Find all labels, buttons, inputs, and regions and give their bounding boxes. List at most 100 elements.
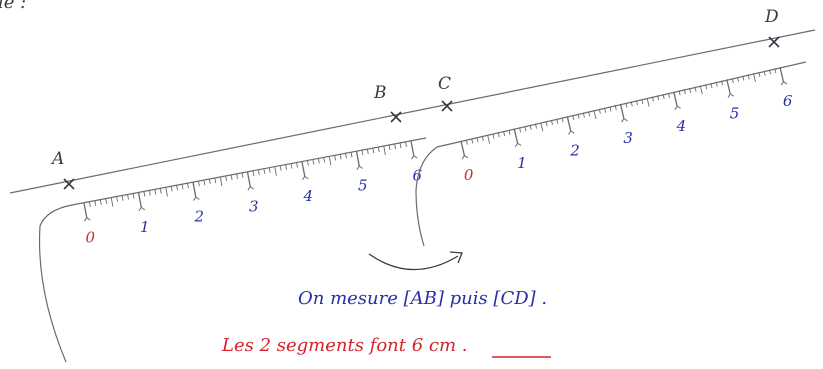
ruler-number-label: 3 bbox=[623, 129, 633, 147]
ruler-minor-tick bbox=[339, 154, 342, 160]
ruler-minor-tick bbox=[148, 190, 151, 196]
ruler-minor-tick bbox=[154, 189, 157, 195]
ruler-minor-tick bbox=[159, 188, 162, 194]
ruler-minor-tick bbox=[588, 111, 591, 117]
ruler-minor-tick bbox=[105, 198, 108, 204]
ruler-minor-tick bbox=[630, 101, 633, 107]
ruler-minor-tick bbox=[241, 172, 244, 178]
ruler-minor-tick bbox=[572, 114, 575, 121]
ruler-tick-fork bbox=[727, 93, 735, 98]
ruler-2-edge bbox=[436, 61, 807, 148]
ruler-minor-tick bbox=[667, 92, 670, 98]
ruler-minor-tick bbox=[394, 144, 397, 150]
ruler-minor-tick bbox=[116, 196, 119, 202]
ruler-minor-tick bbox=[197, 181, 200, 187]
ruler-minor-tick bbox=[752, 73, 756, 83]
ruler-major-tick bbox=[779, 66, 785, 82]
ruler-minor-tick bbox=[388, 145, 391, 151]
ruler-minor-tick bbox=[132, 193, 135, 199]
ruler-major-tick bbox=[410, 140, 415, 156]
ruler-minor-tick bbox=[529, 124, 532, 130]
ruler-minor-tick bbox=[225, 176, 228, 182]
ruler-minor-tick bbox=[768, 69, 771, 75]
ruler-major-tick bbox=[192, 182, 197, 198]
ruler-minor-tick bbox=[662, 93, 665, 100]
ruler-number-label: 2 bbox=[194, 208, 205, 226]
ruler-minor-tick bbox=[214, 178, 217, 184]
ruler-minor-tick bbox=[471, 138, 474, 144]
ruler-tick-fork bbox=[674, 105, 681, 111]
ruler-tick-fork bbox=[514, 142, 522, 148]
ruler-minor-tick bbox=[646, 97, 650, 107]
point-A: A bbox=[50, 149, 75, 190]
ruler-minor-tick bbox=[296, 162, 298, 168]
move-ruler-arrow bbox=[368, 251, 463, 271]
ruler-minor-tick bbox=[317, 158, 320, 164]
ruler-minor-tick bbox=[492, 133, 495, 139]
ruler-number-label: 4 bbox=[676, 117, 687, 135]
caption-measure: 6 cm bbox=[412, 335, 456, 356]
ruler-zero-label: 0 bbox=[86, 228, 96, 246]
ruler-minor-tick bbox=[165, 187, 168, 197]
ruler-major-tick bbox=[83, 202, 88, 218]
ruler-minor-tick bbox=[678, 90, 681, 96]
ruler-tick-fork bbox=[621, 117, 628, 123]
ruler-minor-tick bbox=[508, 129, 511, 135]
ruler-minor-tick bbox=[89, 201, 91, 207]
ruler-minor-tick bbox=[534, 123, 538, 129]
ruler-minor-tick bbox=[598, 108, 601, 114]
point-D: D bbox=[764, 7, 780, 48]
caption-line-2: Les 2 segments font 6 cm . bbox=[221, 335, 467, 356]
ruler-minor-tick bbox=[350, 152, 353, 158]
ruler-number-label: 4 bbox=[303, 187, 314, 205]
ruler-minor-tick bbox=[366, 149, 369, 155]
ruler-minor-tick bbox=[582, 112, 585, 118]
ruler-minor-tick bbox=[181, 184, 184, 190]
ruler-minor-tick bbox=[274, 166, 277, 176]
caption-line-2-suffix: . bbox=[456, 335, 467, 356]
ruler-2-end-curve bbox=[415, 146, 438, 247]
caption-line-1: On mesure [AB] puis [CD] . bbox=[298, 288, 547, 309]
ruler-minor-tick bbox=[176, 185, 179, 191]
point-B-cross-icon bbox=[390, 111, 402, 123]
ruler-minor-tick bbox=[257, 169, 260, 175]
ruler-minor-tick bbox=[774, 68, 777, 74]
ruler-minor-tick bbox=[170, 186, 173, 192]
ruler-tick-fork bbox=[301, 175, 309, 181]
ruler-minor-tick bbox=[121, 195, 124, 201]
ruler-minor-tick bbox=[758, 71, 761, 77]
ruler-minor-tick bbox=[476, 137, 479, 143]
ruler-major-tick bbox=[566, 116, 572, 132]
ruler-minor-tick bbox=[651, 96, 654, 102]
ruler-major-tick bbox=[619, 103, 625, 119]
segment-line bbox=[9, 29, 816, 194]
ruler-major-tick bbox=[513, 128, 519, 144]
ruler-minor-tick bbox=[699, 85, 703, 95]
ruler-minor-tick bbox=[689, 87, 692, 93]
ruler-major-tick bbox=[726, 79, 731, 95]
ruler-minor-tick bbox=[694, 86, 697, 92]
ruler-minor-tick bbox=[721, 80, 724, 86]
ruler-number-label: 6 bbox=[413, 166, 423, 184]
ruler-number-label: 5 bbox=[730, 104, 740, 122]
ruler-minor-tick bbox=[290, 163, 293, 169]
ruler-number-label: 2 bbox=[569, 141, 580, 159]
point-B: B bbox=[373, 83, 402, 123]
ruler-minor-tick bbox=[94, 200, 97, 206]
ruler-minor-tick bbox=[519, 127, 522, 133]
ruler-minor-tick bbox=[593, 110, 597, 120]
arrow-head-icon bbox=[449, 251, 463, 264]
ruler-tick-fork bbox=[568, 130, 575, 135]
ruler-minor-tick bbox=[399, 143, 402, 149]
ruler-minor-tick bbox=[377, 147, 380, 153]
point-D-cross-icon bbox=[768, 36, 780, 48]
ruler-minor-tick bbox=[208, 179, 211, 185]
ruler-minor-tick bbox=[405, 141, 407, 147]
ruler-1-edge bbox=[71, 137, 427, 206]
point-C: C bbox=[438, 74, 453, 112]
ruler-major-tick bbox=[137, 192, 142, 208]
ruler-minor-tick bbox=[263, 168, 266, 174]
point-C-label: C bbox=[438, 74, 451, 94]
ruler-minor-tick bbox=[545, 121, 548, 127]
